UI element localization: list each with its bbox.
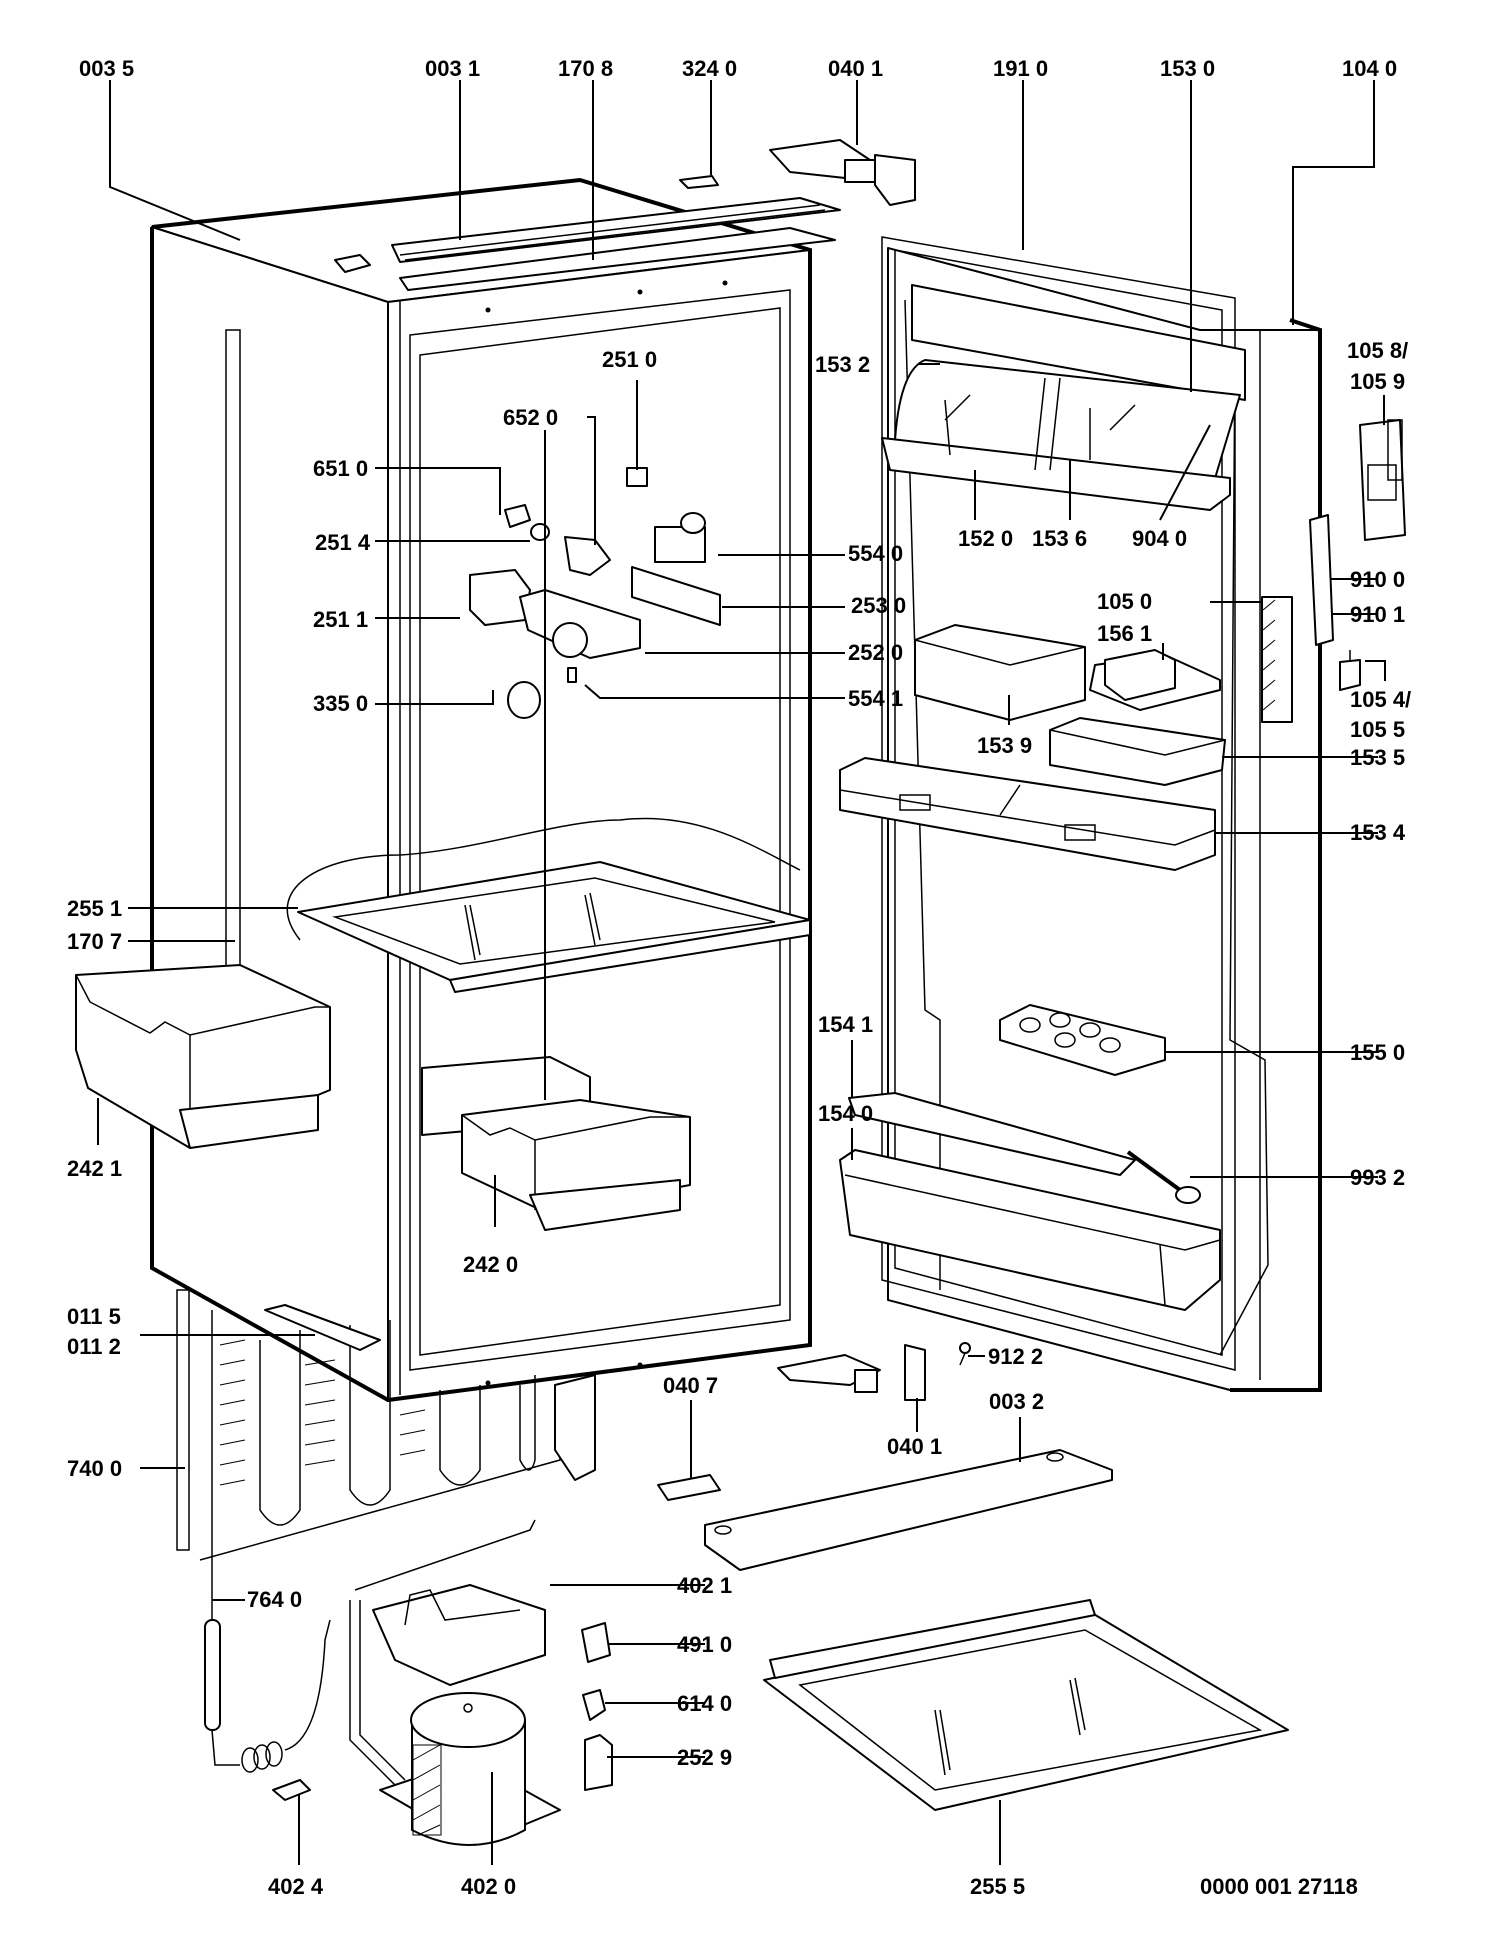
- part-label: 153 4: [1350, 820, 1406, 845]
- thermometer-993-2: [1126, 1150, 1201, 1204]
- glass-shelf-bottom: [763, 1599, 1289, 1811]
- screw-912-2: [959, 1342, 971, 1366]
- part-label: 153 6: [1032, 526, 1087, 551]
- part-label: 910 0: [1350, 567, 1405, 592]
- part-label: 105 5: [1350, 717, 1405, 742]
- part-label: 402 0: [461, 1874, 516, 1899]
- compressor-mount: [372, 1584, 546, 1686]
- part-label: 040 7: [663, 1373, 718, 1398]
- part-label: 153 9: [977, 733, 1032, 758]
- bottle-retainer-154-1: [848, 1092, 1136, 1176]
- part-label: 614 0: [677, 1691, 732, 1716]
- part-label: 105 4/: [1350, 687, 1411, 712]
- part-label: 335 0: [313, 691, 368, 716]
- door-bin-154-0: [839, 1149, 1221, 1311]
- part-label: 003 5: [79, 56, 134, 81]
- drawing-number: 0000 001 27118: [1200, 1874, 1358, 1899]
- part-label: 251 1: [313, 607, 368, 632]
- part-label: 154 0: [818, 1101, 873, 1126]
- part-label: 152 0: [958, 526, 1013, 551]
- part-label: 040 1: [887, 1434, 942, 1459]
- hinge-top: [769, 139, 916, 206]
- part-label: 105 9: [1350, 369, 1405, 394]
- glass-shelf-upper: [286, 817, 811, 993]
- part-label: 252 0: [848, 640, 903, 665]
- part-label: 040 1: [828, 56, 883, 81]
- part-label: 252 9: [677, 1745, 732, 1770]
- part-label: 242 0: [463, 1252, 518, 1277]
- part-label: 554 1: [848, 686, 903, 711]
- part-label: 170 8: [558, 56, 613, 81]
- dairy-compartment: [881, 284, 1246, 511]
- part-label: 993 2: [1350, 1165, 1405, 1190]
- part-label: 402 4: [268, 1874, 324, 1899]
- part-label: 191 0: [993, 56, 1048, 81]
- kickplate: [704, 1449, 1113, 1571]
- part-label: 910 1: [1350, 602, 1405, 627]
- part-label: 154 1: [818, 1012, 873, 1037]
- part-label: 170 7: [67, 929, 122, 954]
- part-label: 003 2: [989, 1389, 1044, 1414]
- part-label: 255 1: [67, 896, 122, 921]
- condenser-coil: [176, 1289, 721, 1570]
- control-assembly: [469, 467, 721, 719]
- part-label: 155 0: [1350, 1040, 1405, 1065]
- part-label: 011 5: [67, 1304, 121, 1329]
- door-shelf-153-4: [839, 757, 1216, 871]
- part-label: 104 0: [1342, 56, 1397, 81]
- drier-capillary: [204, 1570, 331, 1773]
- leader-lines: [97, 80, 1386, 1865]
- egg-tray-155-0: [999, 1004, 1166, 1076]
- part-label: 740 0: [67, 1456, 122, 1481]
- part-label: 153 0: [1160, 56, 1215, 81]
- part-label: 153 5: [1350, 745, 1405, 770]
- crisper-drawer-right: [421, 1056, 691, 1231]
- door-catch-105-8: [1359, 419, 1406, 541]
- part-label: 651 0: [313, 456, 368, 481]
- small-parts: [272, 1622, 613, 1801]
- part-label: 554 0: [848, 541, 903, 566]
- part-label: 003 1: [425, 56, 480, 81]
- part-label: 904 0: [1132, 526, 1187, 551]
- part-label: 324 0: [682, 56, 737, 81]
- part-label: 402 1: [677, 1573, 732, 1598]
- latch-910: [1309, 514, 1361, 691]
- part-labels: 003 5 003 1 170 8 324 0 040 1 191 0 153 …: [67, 56, 1411, 1899]
- part-label: 491 0: [677, 1632, 732, 1657]
- hinge-bottom: [777, 1344, 926, 1401]
- tray-156-1: [1089, 649, 1221, 711]
- part-label: 251 0: [602, 347, 657, 372]
- crisper-drawer-left: [75, 964, 331, 1149]
- compressor: [349, 1519, 561, 1846]
- part-label: 011 2: [67, 1334, 121, 1359]
- cabinet-body: [150, 177, 812, 1403]
- part-label: 105 0: [1097, 589, 1152, 614]
- part-label: 242 1: [67, 1156, 122, 1181]
- door-bin-153-5: [1049, 717, 1226, 786]
- part-label: 255 5: [970, 1874, 1025, 1899]
- part-label: 253 0: [851, 593, 906, 618]
- part-label: 912 2: [988, 1344, 1043, 1369]
- part-label: 105 8/: [1347, 338, 1408, 363]
- top-bracket: [334, 254, 371, 273]
- part-label: 251 4: [315, 530, 371, 555]
- part-label: 156 1: [1097, 621, 1152, 646]
- door-bin-153-9: [914, 624, 1086, 721]
- part-label: 153 2: [815, 352, 870, 377]
- part-label: 764 0: [247, 1587, 302, 1612]
- part-label: 652 0: [503, 405, 558, 430]
- top-cover-strip: [391, 197, 841, 291]
- part-324-0-clip: [679, 175, 719, 189]
